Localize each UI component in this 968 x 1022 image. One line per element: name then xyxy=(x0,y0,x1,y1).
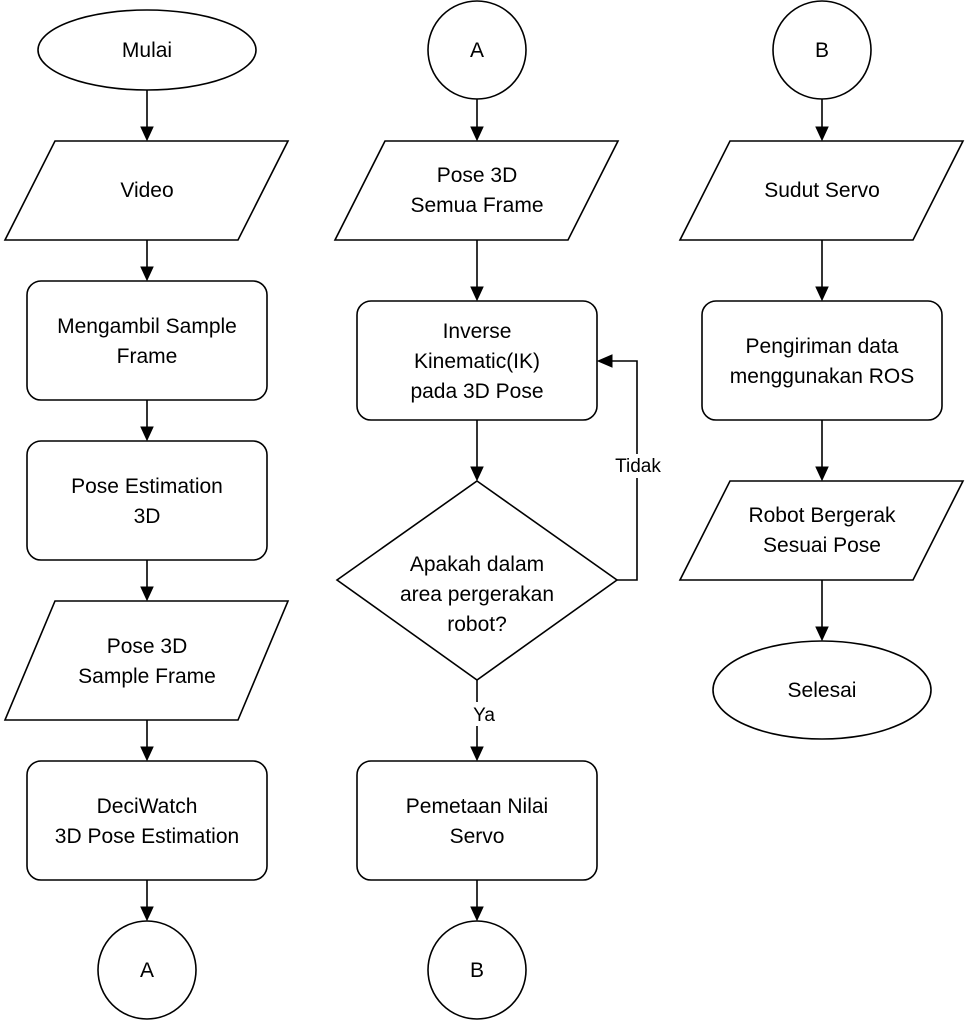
label-line: A xyxy=(470,39,484,62)
label-line: Kinematic(IK) xyxy=(414,350,540,373)
edge-label-tidak: Tidak xyxy=(615,456,661,477)
edge-connector-a-pose-3d-semua xyxy=(470,99,484,142)
node-selesai: Selesai xyxy=(712,640,932,740)
node-mulai: Mulai xyxy=(37,9,257,91)
edge-connector-b-sudut xyxy=(815,99,829,142)
node-pose-estimation-3d: Pose Estimation 3D xyxy=(26,440,268,561)
node-pose-3d-sample-frame-label: Pose 3D Sample Frame xyxy=(78,635,216,688)
label-line: area pergerakan xyxy=(400,583,554,606)
label-line: Servo xyxy=(450,825,505,848)
label-line: A xyxy=(140,959,154,982)
edge-pemetaan-connector-b xyxy=(470,880,484,922)
edge-sudut-pengiriman xyxy=(815,240,829,302)
node-deciwatch: DeciWatch 3D Pose Estimation xyxy=(26,760,268,881)
label-line: Pose Estimation xyxy=(71,475,223,498)
edge-pose-3d-deciwatch xyxy=(140,720,154,762)
node-pose-estimation-3d-label: Pose Estimation 3D xyxy=(71,475,223,528)
node-pose-3d-semua-frame: Pose 3D Semua Frame xyxy=(333,140,620,241)
label-line: Sample Frame xyxy=(78,665,216,688)
edge-label-ya: Ya xyxy=(473,705,495,726)
connector-a-out: A xyxy=(97,920,197,1020)
label-line: B xyxy=(815,39,829,62)
label-line: Robot Bergerak xyxy=(748,504,896,527)
node-selesai-label: Selesai xyxy=(788,679,857,702)
label-line: menggunakan ROS xyxy=(730,365,914,388)
node-decision-area-label: Apakah dalam area pergerakan robot? xyxy=(400,553,554,636)
label-line: Frame xyxy=(117,345,178,368)
node-pengiriman-data-label: Pengiriman data menggunakan ROS xyxy=(730,335,914,388)
connector-b-in: B xyxy=(772,0,872,100)
label-line: pada 3D Pose xyxy=(410,380,543,403)
label-line: Pose 3D xyxy=(437,164,518,187)
edge-decision-inverse-tidak: Tidak xyxy=(596,354,668,581)
edge-pose-estimation-pose-3d xyxy=(140,560,154,602)
node-pengiriman-data: Pengiriman data menggunakan ROS xyxy=(701,300,943,421)
edge-video-mengambil xyxy=(140,240,154,282)
node-video-label: Video xyxy=(120,179,173,202)
node-decision-area: Apakah dalam area pergerakan robot? xyxy=(335,480,619,681)
edge-mulai-video xyxy=(140,90,154,142)
label-line: Video xyxy=(120,179,173,202)
edge-decision-pemetaan-ya: Ya xyxy=(466,680,500,762)
edge-inverse-decision xyxy=(470,420,484,482)
label-line: Selesai xyxy=(788,679,857,702)
label-line: Inverse xyxy=(443,320,512,343)
connector-b-out: B xyxy=(427,920,527,1020)
label-line: robot? xyxy=(447,613,507,636)
connector-a-in-label: A xyxy=(470,39,484,62)
node-pose-3d-semua-frame-label: Pose 3D Semua Frame xyxy=(410,164,543,217)
node-sudut-servo-label: Sudut Servo xyxy=(764,179,880,202)
label-line: Semua Frame xyxy=(410,194,543,217)
connector-b-out-label: B xyxy=(470,959,484,982)
label-line: Pose 3D xyxy=(107,635,188,658)
connector-b-in-label: B xyxy=(815,39,829,62)
label-line: Pengiriman data xyxy=(746,335,899,358)
node-deciwatch-label: DeciWatch 3D Pose Estimation xyxy=(55,795,239,848)
label-line: Sudut Servo xyxy=(764,179,880,202)
label-line: Sesuai Pose xyxy=(763,534,881,557)
edge-pose-3d-semua-inverse xyxy=(470,240,484,302)
edge-mengambil-pose-estimation xyxy=(140,400,154,442)
node-pose-3d-sample-frame: Pose 3D Sample Frame xyxy=(3,600,290,721)
label-line: Pemetaan Nilai xyxy=(406,795,548,818)
connector-a-in: A xyxy=(427,0,527,100)
label-line: DeciWatch xyxy=(97,795,198,818)
label-line: B xyxy=(470,959,484,982)
label-line: Apakah dalam xyxy=(410,553,544,576)
label-line: Mengambil Sample xyxy=(57,315,237,338)
node-mulai-label: Mulai xyxy=(122,39,172,62)
label-line: 3D xyxy=(134,505,161,528)
label-line: Mulai xyxy=(122,39,172,62)
edge-robot-selesai xyxy=(815,580,829,642)
edge-pengiriman-robot xyxy=(815,420,829,482)
connector-a-out-label: A xyxy=(140,959,154,982)
node-video: Video xyxy=(3,140,290,241)
node-sudut-servo: Sudut Servo xyxy=(678,140,965,241)
edge-deciwatch-connector-a xyxy=(140,880,154,922)
label-line: 3D Pose Estimation xyxy=(55,825,239,848)
